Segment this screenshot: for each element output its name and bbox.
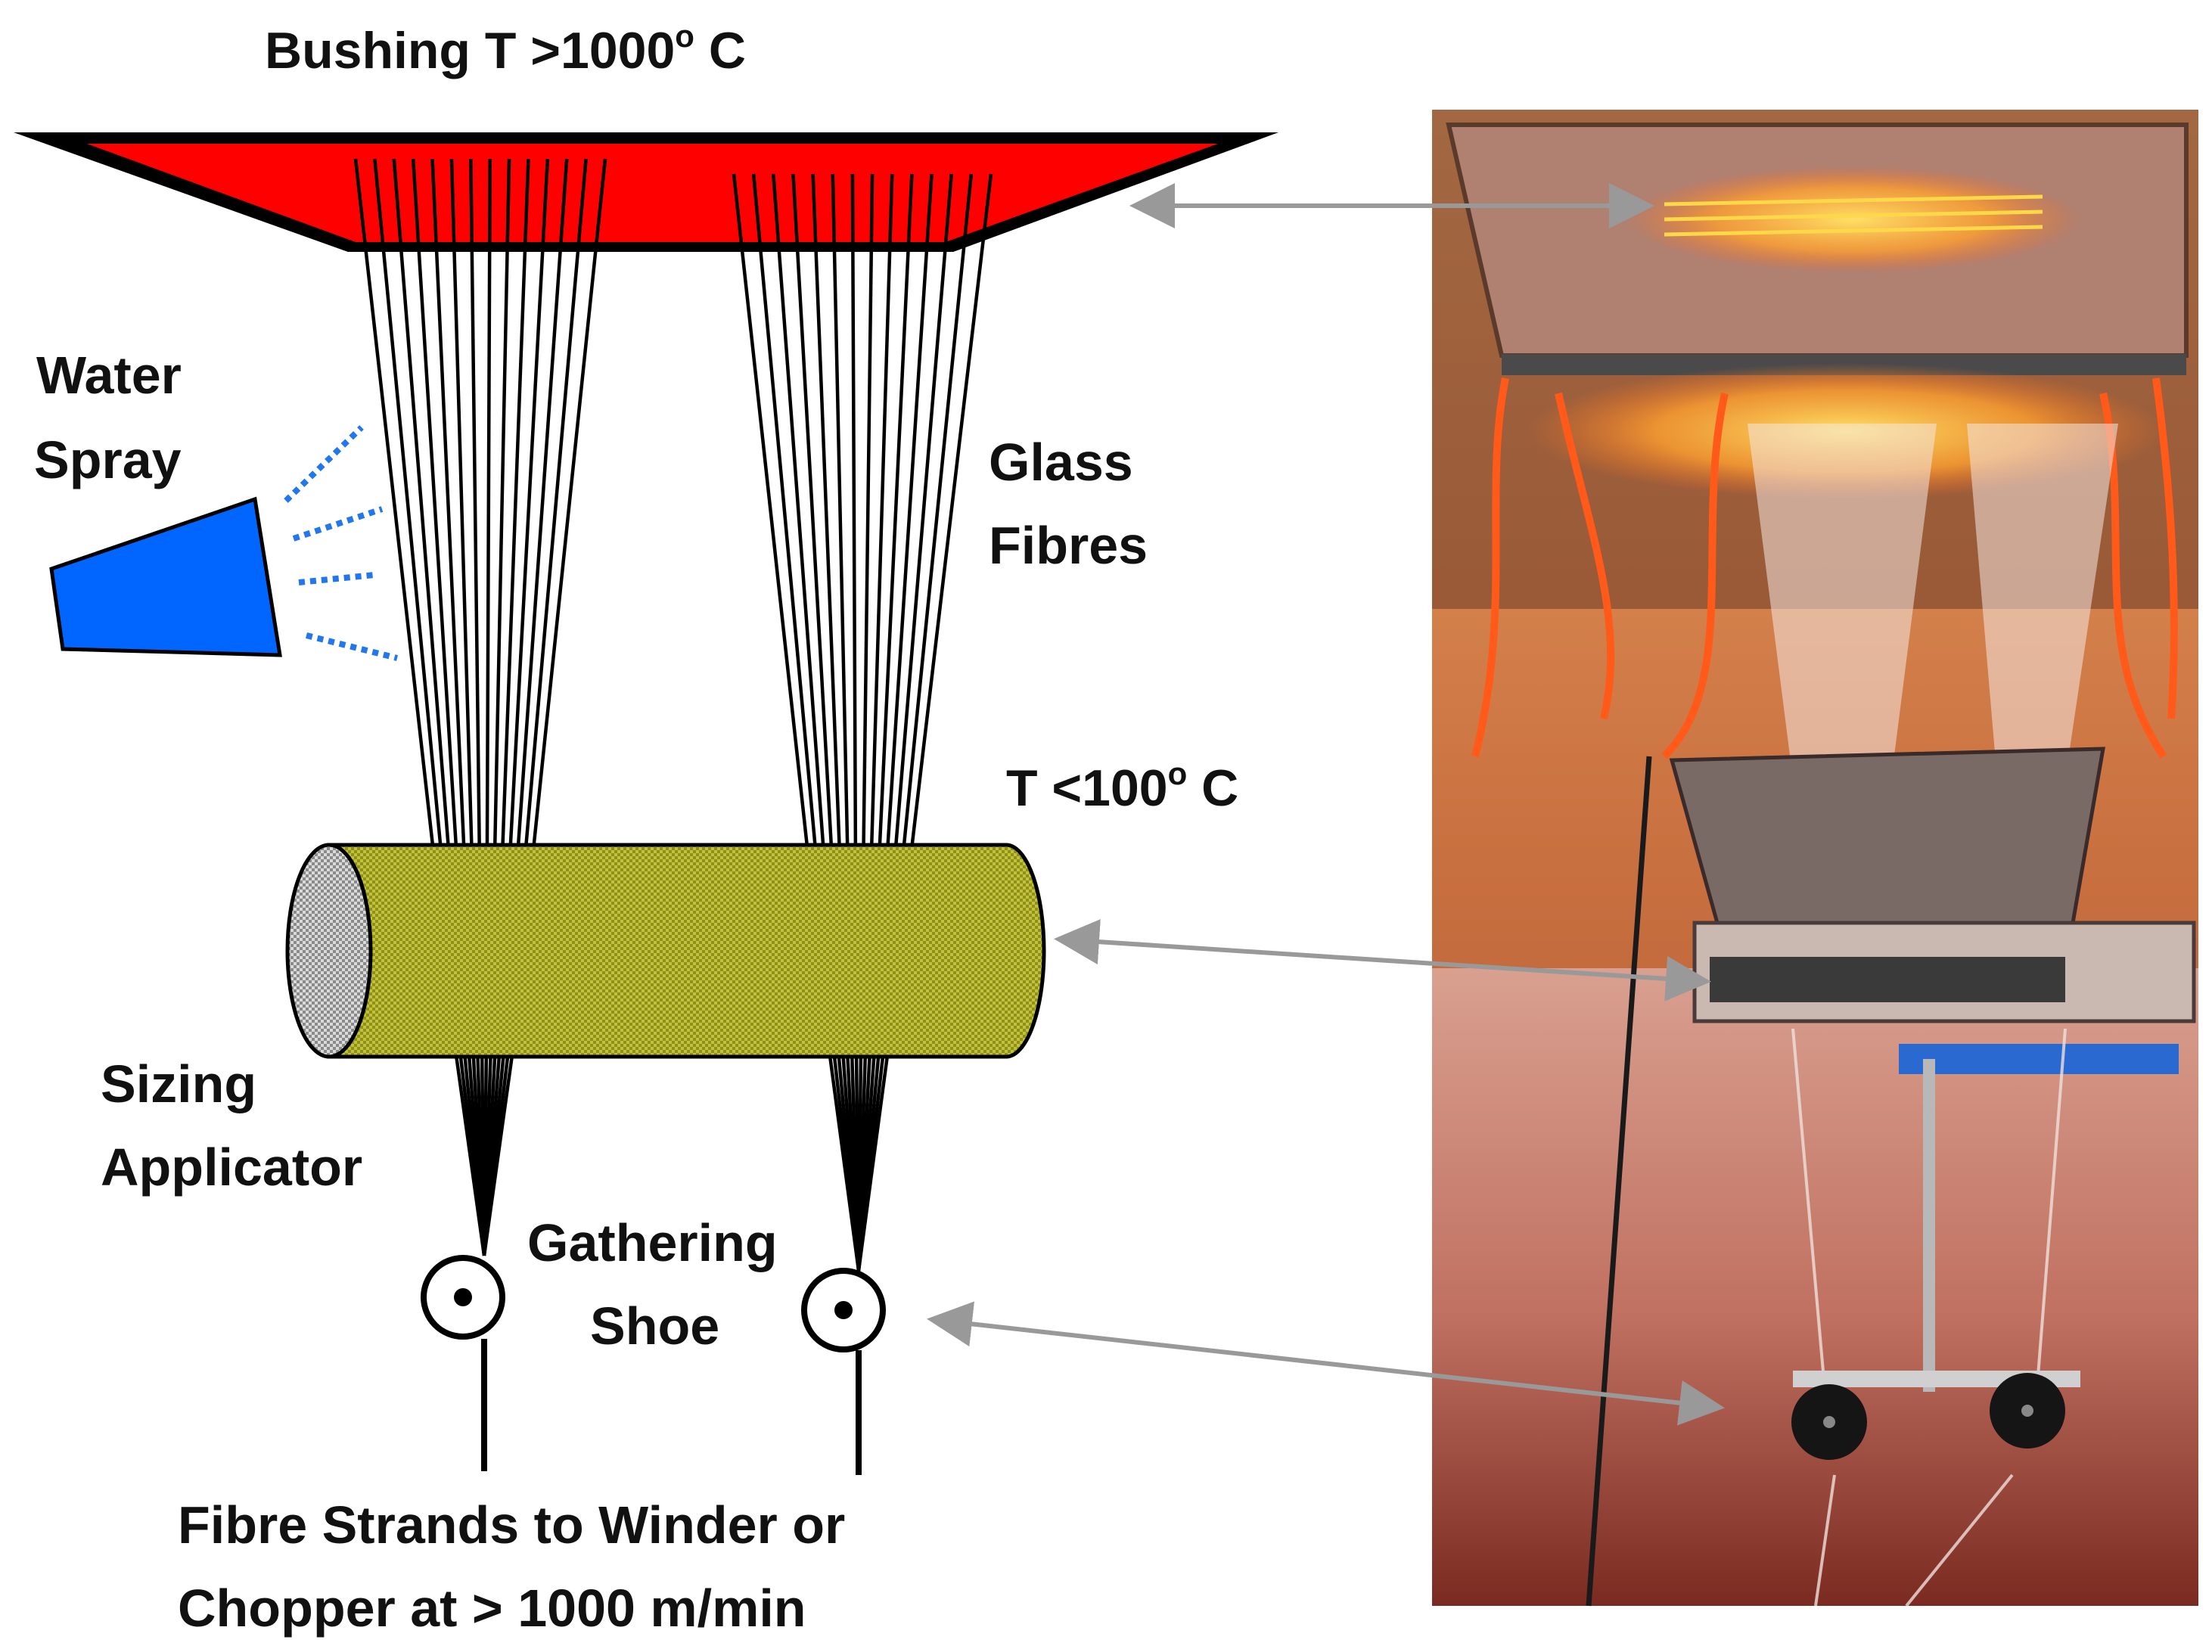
water-spray-label-line1: Water <box>36 346 182 405</box>
photo-blue-bracket <box>1899 1044 2179 1074</box>
production-photo <box>1432 110 2198 1607</box>
spray-dots-2 <box>292 506 384 542</box>
bushing-label: Bushing T >1000o C <box>265 18 746 79</box>
gathering-shoe-label-line2: Shoe <box>590 1296 719 1355</box>
photo-support-rod <box>1923 1059 1935 1392</box>
fibre-right-14 <box>856 173 993 1272</box>
photo-fibre-veil-left <box>1748 424 1937 779</box>
connector-arrows <box>927 183 1725 1426</box>
glass-fibres-label-line1: Glass <box>989 433 1133 492</box>
spray-droplets <box>284 425 398 661</box>
sizing-applicator-label-line1: Sizing <box>101 1054 256 1113</box>
water-spray <box>49 425 398 661</box>
arrow-sizing <box>1054 919 1711 1001</box>
glass-fibres-label-line2: Fibres <box>989 516 1148 575</box>
gathering-shoe-right-center <box>834 1301 853 1319</box>
photo-sizing-roller <box>1710 957 2065 1002</box>
roller-end-cap <box>285 843 373 1059</box>
bushing <box>14 132 1278 252</box>
gathering-shoe-left-center <box>454 1288 472 1306</box>
fibre-left-14 <box>482 158 607 1256</box>
photo-bushing-tips <box>1664 194 2043 237</box>
photo-fibre-veil-right <box>1967 424 2118 779</box>
arrow-gathering-shoe <box>927 1301 1725 1426</box>
roller-body <box>327 843 1046 1059</box>
spray-nozzle <box>49 496 282 657</box>
photo-strands <box>1791 1028 2067 1607</box>
sizing-applicator-label-line2: Applicator <box>101 1138 362 1197</box>
spray-dots-1 <box>284 425 364 503</box>
photo-sizing-hopper <box>1669 747 2105 925</box>
photo-cables <box>1471 377 2178 759</box>
temperature-label: T <100o C <box>1006 756 1238 817</box>
gathering-shoe-label-line1: Gathering <box>527 1213 778 1272</box>
bushing-body <box>87 144 1218 242</box>
output-label-line1: Fibre Strands to Winder or <box>178 1495 845 1554</box>
spray-dots-3 <box>298 572 375 585</box>
gathering-shoes <box>421 1255 886 1475</box>
glass-fibres <box>353 158 993 1272</box>
photo-black-cable <box>1586 756 1652 1607</box>
spray-dots-4 <box>306 632 398 661</box>
output-label-line2: Chopper at > 1000 m/min <box>178 1579 806 1638</box>
water-spray-label-line2: Spray <box>34 430 182 489</box>
sizing-applicator <box>285 843 1046 1059</box>
